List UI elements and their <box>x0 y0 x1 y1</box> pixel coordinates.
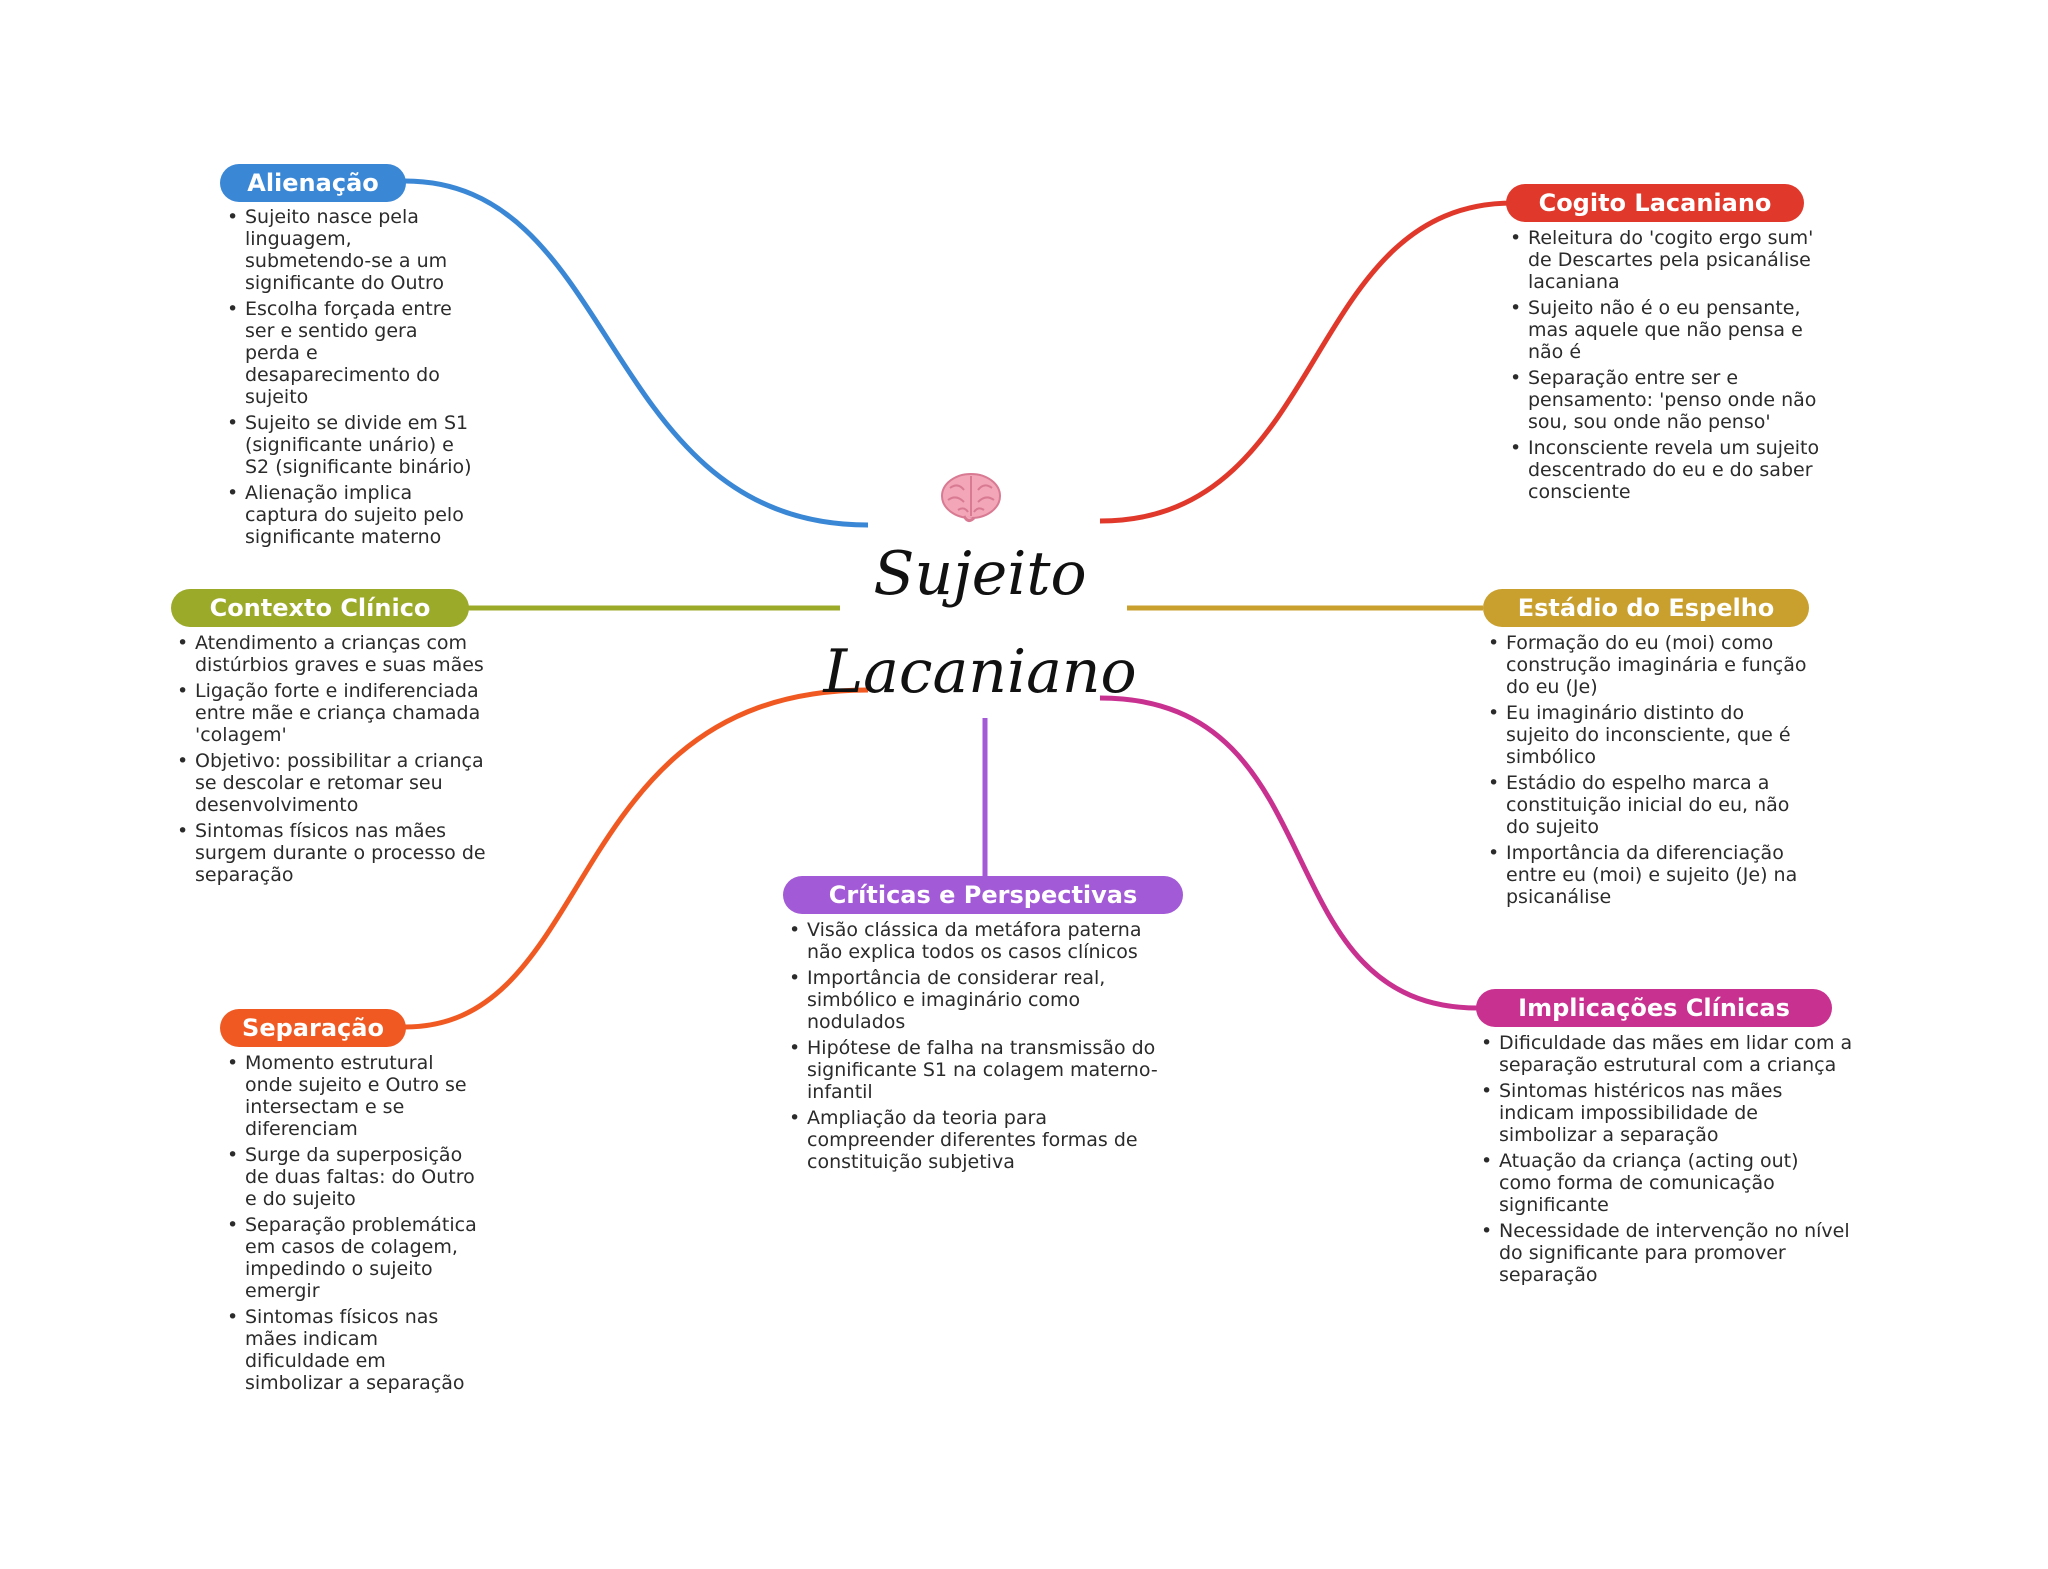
connector-alienacao <box>404 178 869 528</box>
connector-implicacoes <box>1099 695 1479 1011</box>
list-item: Surge da superposição de duas faltas: do… <box>227 1144 477 1210</box>
branch-criticas-notes: Visão clássica da metáfora paterna não e… <box>789 919 1169 1177</box>
brain-icon <box>941 473 1001 523</box>
branch-cogito-notes: Releitura do 'cogito ergo sum' de Descar… <box>1510 227 1830 507</box>
branch-implicacoes-notes: Dificuldade das mães em lidar com a sepa… <box>1481 1032 1856 1290</box>
central-topic-line1: Sujeito <box>873 539 1087 609</box>
branch-espelho-notes: Formação do eu (moi) como construção ima… <box>1488 632 1808 912</box>
list-item: Sintomas físicos nas mães surgem durante… <box>177 820 497 886</box>
list-item: Hipótese de falha na transmissão do sign… <box>789 1037 1169 1103</box>
list-item: Sintomas físicos nas mães indicam dificu… <box>227 1306 477 1394</box>
list-item: Inconsciente revela um sujeito descentra… <box>1510 437 1830 503</box>
list-item: Importância de considerar real, simbólic… <box>789 967 1169 1033</box>
branch-separacao-label[interactable]: Separação <box>220 1009 406 1047</box>
branch-cogito-label[interactable]: Cogito Lacaniano <box>1506 184 1804 222</box>
central-topic-line2: Lacaniano <box>823 637 1137 707</box>
list-item: Formação do eu (moi) como construção ima… <box>1488 632 1808 698</box>
list-item: Releitura do 'cogito ergo sum' de Descar… <box>1510 227 1830 293</box>
list-item: Sujeito nasce pela linguagem, submetendo… <box>227 206 477 294</box>
list-item: Importância da diferenciação entre eu (m… <box>1488 842 1808 908</box>
list-item: Atendimento a crianças com distúrbios gr… <box>177 632 497 676</box>
list-item: Separação entre ser e pensamento: 'penso… <box>1510 367 1830 433</box>
list-item: Alienação implica captura do sujeito pel… <box>227 482 477 548</box>
list-item: Visão clássica da metáfora paterna não e… <box>789 919 1169 963</box>
branch-espelho-label[interactable]: Estádio do Espelho <box>1483 589 1809 627</box>
list-item: Eu imaginário distinto do sujeito do inc… <box>1488 702 1808 768</box>
branch-contexto-label[interactable]: Contexto Clínico <box>171 589 469 627</box>
list-item: Sujeito se divide em S1 (significante un… <box>227 412 477 478</box>
branch-implicacoes-label[interactable]: Implicações Clínicas <box>1476 989 1832 1027</box>
list-item: Dificuldade das mães em lidar com a sepa… <box>1481 1032 1856 1076</box>
list-item: Estádio do espelho marca a constituição … <box>1488 772 1808 838</box>
list-item: Separação problemática em casos de colag… <box>227 1214 477 1302</box>
branch-criticas-label[interactable]: Críticas e Perspectivas <box>783 876 1183 914</box>
list-item: Atuação da criança (acting out) como for… <box>1481 1150 1856 1216</box>
list-item: Necessidade de intervenção no nível do s… <box>1481 1220 1856 1286</box>
branch-alienacao-notes: Sujeito nasce pela linguagem, submetendo… <box>227 206 477 552</box>
list-item: Sujeito não é o eu pensante, mas aquele … <box>1510 297 1830 363</box>
connector-separacao <box>404 687 869 1030</box>
list-item: Momento estrutural onde sujeito e Outro … <box>227 1052 477 1140</box>
branch-separacao-notes: Momento estrutural onde sujeito e Outro … <box>227 1052 477 1398</box>
central-topic[interactable]: Sujeito Lacaniano <box>820 525 1140 721</box>
list-item: Escolha forçada entre ser e sentido gera… <box>227 298 477 408</box>
list-item: Objetivo: possibilitar a criança se desc… <box>177 750 497 816</box>
list-item: Ligação forte e indiferenciada entre mãe… <box>177 680 497 746</box>
connector-cogito <box>1099 200 1514 524</box>
list-item: Ampliação da teoria para compreender dif… <box>789 1107 1169 1173</box>
branch-contexto-notes: Atendimento a crianças com distúrbios gr… <box>177 632 497 890</box>
branch-alienacao-label[interactable]: Alienação <box>220 164 406 202</box>
list-item: Sintomas histéricos nas mães indicam imp… <box>1481 1080 1856 1146</box>
